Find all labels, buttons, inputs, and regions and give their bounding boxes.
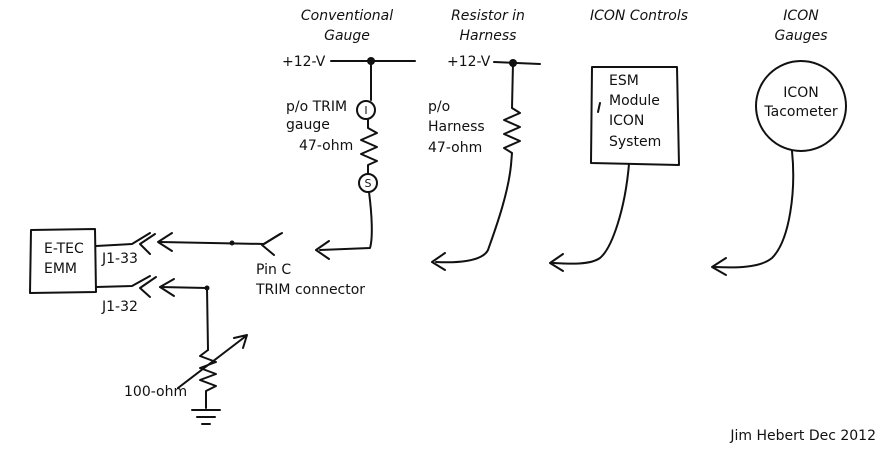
supply-label-harness: +12-V <box>447 54 491 70</box>
header-icon-gauges: ICON Gauges <box>774 8 827 44</box>
harness-resistor-circuit: +12-V p/o Harness 47-ohm <box>428 54 541 271</box>
tach-label-line2: Tacometer <box>763 104 837 120</box>
pin-j1-33-label: J1-33 <box>101 251 138 267</box>
sender-line-wire <box>159 286 209 351</box>
trim-gauge-label-line1: p/o TRIM <box>286 99 347 115</box>
trim-gauge-label-line3: 47-ohm <box>299 138 353 154</box>
harness-resistor <box>503 62 521 166</box>
pot-wiper-arrow <box>177 334 248 389</box>
pot-100-ohm-resistor <box>199 349 217 409</box>
header-icon-controls-line1: ICON Controls <box>590 8 688 24</box>
icon-gauges-circuit: ICON Tacometer <box>711 60 847 276</box>
header-conventional-gauge-line2: Gauge <box>324 28 370 44</box>
esm-internal-tick <box>597 102 601 113</box>
icon-controls-circuit: ESM Module ICON System <box>549 66 680 272</box>
icon-tachometer-gauge <box>755 60 847 152</box>
header-resistor-in-harness: Resistor in Harness <box>451 8 525 44</box>
sender-line-arrowhead <box>159 278 175 297</box>
esm-label-line4: System <box>609 134 661 150</box>
trim-connector-label-line1: Pin C <box>256 262 291 278</box>
trim-gauge-resistor <box>360 119 378 175</box>
j1-33-wire <box>95 232 151 247</box>
j1-32-connector <box>139 276 157 298</box>
trim-gauge-terminal-s-label: S <box>365 177 372 190</box>
author-credit: Jim Hebert Dec 2012 <box>729 428 876 444</box>
supply-label-conventional: +12-V <box>282 54 326 70</box>
esm-arrowhead <box>549 253 564 272</box>
sender-line-junction <box>204 285 210 291</box>
pin-j1-32-label: J1-32 <box>101 299 138 315</box>
emm-circuit: E-TEC EMM J1-33 J1-32 Pin C TRIM connect… <box>29 228 365 425</box>
trim-gauge-terminal-i <box>356 100 376 120</box>
conventional-gauge-circuit: +12-V I S p/o TRIM gauge 47-ohm <box>282 54 416 260</box>
header-resistor-line1: Resistor in <box>451 8 525 24</box>
emm-label-line1: E-TEC <box>44 241 84 257</box>
trim-connector-label-line2: TRIM connector <box>255 282 365 298</box>
esm-label-line1: ESM <box>609 73 639 89</box>
trim-connector-pin <box>261 232 283 256</box>
emm-label-line2: EMM <box>44 261 77 277</box>
trim-gauge-arrowhead <box>315 240 330 260</box>
esm-module-box <box>590 66 680 166</box>
trim-gauge-terminal-i-label: I <box>364 104 367 117</box>
trim-gauge-return-wire <box>319 191 373 251</box>
j1-32-wire <box>95 275 151 288</box>
header-icon-controls: ICON Controls <box>590 8 688 24</box>
trim-line-wire <box>159 233 281 245</box>
j1-33-connector <box>139 233 156 255</box>
header-conventional-gauge-line1: Conventional <box>301 8 393 24</box>
header-icon-gauges-line2: Gauges <box>774 28 827 44</box>
harness-label-line1: p/o <box>428 99 450 115</box>
harness-label-line3: 47-ohm <box>428 140 482 156</box>
trim-line-junction <box>229 240 235 246</box>
tach-arrowhead <box>711 257 727 276</box>
emm-box <box>29 228 97 294</box>
ground-symbol <box>191 409 221 425</box>
pot-label: 100-ohm <box>124 384 187 400</box>
trim-line-arrowhead <box>157 232 173 252</box>
harness-return-wire <box>435 164 512 264</box>
esm-output-wire <box>552 163 630 265</box>
header-resistor-line2: Harness <box>460 28 517 44</box>
esm-label-line3: ICON <box>609 113 644 129</box>
harness-label-line2: Harness <box>428 119 485 135</box>
header-icon-gauges-line1: ICON <box>783 8 819 24</box>
header-conventional-gauge: Conventional Gauge <box>301 8 393 44</box>
tach-output-wire <box>714 150 795 269</box>
trim-gauge-label-line2: gauge <box>286 117 330 133</box>
harness-arrowhead <box>431 252 446 271</box>
tach-label-line1: ICON <box>783 85 818 101</box>
esm-label-line2: Module <box>609 93 660 109</box>
